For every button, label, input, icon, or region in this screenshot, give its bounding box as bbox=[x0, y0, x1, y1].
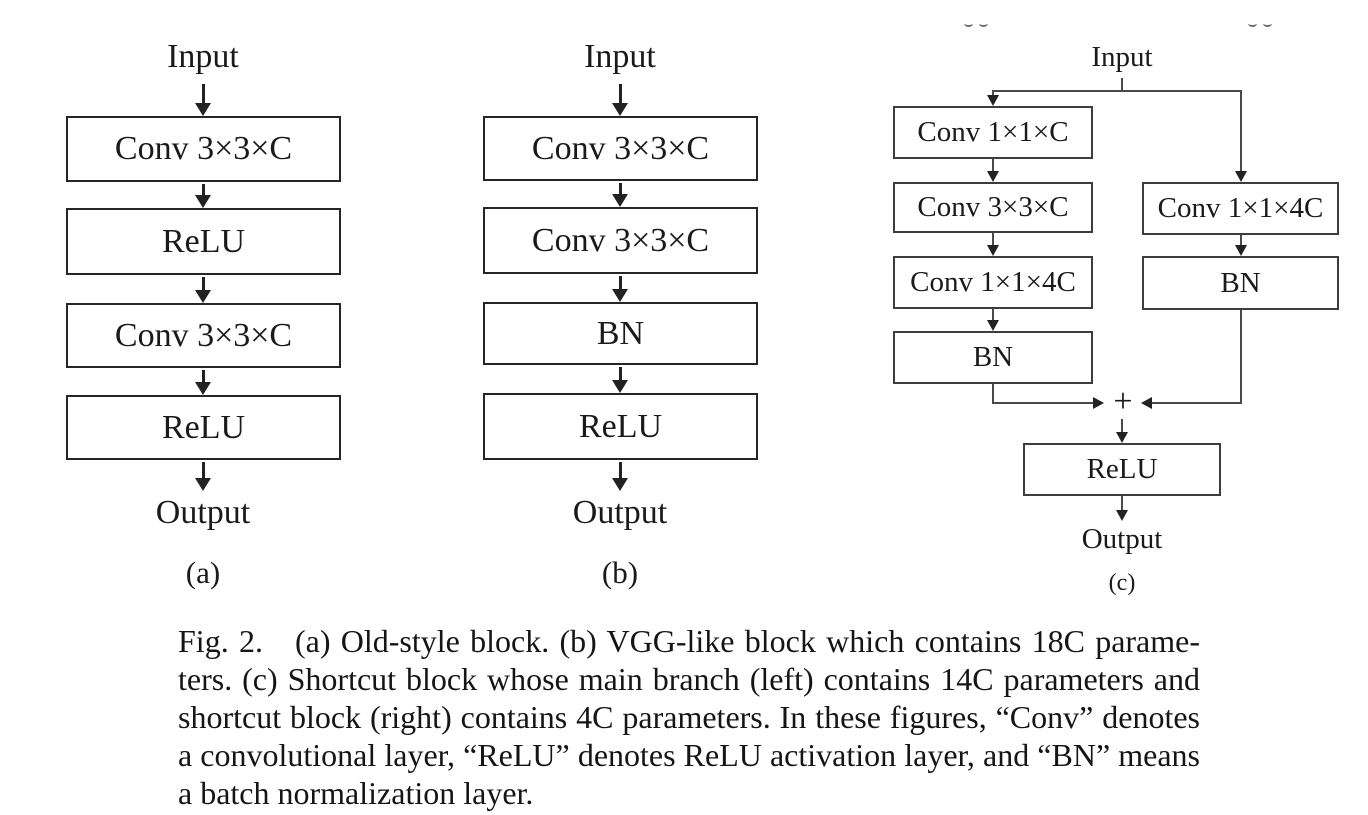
panel-a-block-conv1: Conv 3×3×C bbox=[66, 116, 341, 182]
flow-line bbox=[619, 84, 622, 103]
block-label: Conv 3×3×C bbox=[531, 129, 710, 167]
flow-line bbox=[992, 233, 994, 246]
block-label: ReLU bbox=[161, 408, 246, 446]
arrow-down-icon bbox=[195, 478, 211, 491]
panel-c-shortcut-block-conv1x1x4c: Conv 1×1×4C bbox=[1142, 182, 1339, 235]
branch-rail-line bbox=[992, 90, 1242, 92]
panel-a-output-label: Output bbox=[155, 494, 251, 531]
flow-line bbox=[202, 462, 205, 479]
panel-c-main-block-conv1x1x4c: Conv 1×1×4C bbox=[893, 256, 1093, 309]
block-label: BN bbox=[972, 341, 1014, 373]
block-label: ReLU bbox=[1086, 453, 1158, 485]
flow-line bbox=[619, 276, 622, 290]
main-branch-line bbox=[992, 90, 994, 96]
block-label: BN bbox=[1220, 266, 1261, 299]
flow-line bbox=[619, 183, 622, 195]
flow-line bbox=[1121, 419, 1123, 433]
caption-line: a batch normalization layer. bbox=[178, 775, 534, 811]
arrow-left-icon bbox=[1141, 397, 1152, 409]
merge-line-right bbox=[1152, 402, 1241, 404]
merge-line-left bbox=[992, 384, 994, 404]
arrow-down-icon bbox=[1116, 432, 1128, 443]
panel-c-block-relu: ReLU bbox=[1023, 443, 1221, 496]
flow-line bbox=[619, 367, 622, 381]
flow-line bbox=[1240, 235, 1242, 246]
flow-line bbox=[1121, 496, 1123, 511]
arrow-down-icon bbox=[195, 103, 211, 116]
panel-b-block-bn: BN bbox=[483, 302, 758, 365]
panel-a-input-label: Input bbox=[167, 38, 239, 75]
arrow-right-icon bbox=[1093, 397, 1104, 409]
cropped-text-artifact-right bbox=[1248, 20, 1272, 27]
flow-line bbox=[202, 84, 205, 103]
panel-a-block-relu1: ReLU bbox=[66, 208, 341, 275]
arrow-down-icon bbox=[612, 103, 628, 116]
arrow-down-icon bbox=[612, 478, 628, 491]
block-label: ReLU bbox=[578, 407, 663, 445]
merge-line-left bbox=[992, 402, 1093, 404]
panel-b-tag: (b) bbox=[601, 555, 639, 590]
flow-line bbox=[992, 309, 994, 321]
block-label: Conv 3×3×C bbox=[114, 130, 293, 167]
panel-c-output-label: Output bbox=[1081, 523, 1163, 555]
panel-b-block-conv1: Conv 3×3×C bbox=[483, 116, 758, 181]
arrow-down-icon bbox=[612, 289, 628, 302]
panel-c-main-block-conv3x3xc: Conv 3×3×C bbox=[893, 182, 1093, 233]
shortcut-branch-line bbox=[1240, 90, 1242, 172]
block-label: BN bbox=[596, 314, 645, 352]
flow-line bbox=[202, 370, 205, 383]
panel-c-input-label: Input bbox=[1091, 41, 1153, 73]
block-label: Conv 3×3×C bbox=[114, 316, 293, 354]
caption-line: shortcut block (right) contains 4C param… bbox=[178, 699, 1200, 735]
arrow-down-icon bbox=[1235, 245, 1247, 256]
flow-line bbox=[992, 159, 994, 172]
arrow-down-icon bbox=[987, 95, 999, 106]
caption-line: a convolutional layer, “ReLU” denotes Re… bbox=[178, 737, 1200, 773]
branch-stub-line bbox=[1121, 78, 1123, 92]
panel-c-main-block-conv1x1xc: Conv 1×1×C bbox=[893, 106, 1093, 159]
block-label: Conv 1×1×C bbox=[917, 116, 1069, 148]
arrow-down-icon bbox=[1116, 510, 1128, 521]
flow-line bbox=[619, 462, 622, 479]
panel-c-tag: (c) bbox=[1108, 570, 1136, 596]
arrow-down-icon bbox=[987, 320, 999, 331]
block-label: Conv 1×1×4C bbox=[1157, 192, 1324, 224]
panel-c-main-block-bn: BN bbox=[893, 331, 1093, 384]
arrow-down-icon bbox=[987, 171, 999, 182]
block-label: Conv 3×3×C bbox=[917, 191, 1069, 223]
panel-b-block-relu: ReLU bbox=[483, 393, 758, 460]
figure-caption: Fig. 2. (a) Old-style block. (b) VGG-lik… bbox=[178, 622, 1200, 812]
arrow-down-icon bbox=[195, 195, 211, 208]
panel-a-block-relu2: ReLU bbox=[66, 395, 341, 460]
add-operator: + bbox=[1113, 383, 1133, 420]
block-label: Conv 1×1×4C bbox=[910, 266, 1076, 298]
cropped-text-artifact-left bbox=[964, 20, 988, 27]
arrow-down-icon bbox=[1235, 171, 1247, 182]
panel-b-input-label: Input bbox=[584, 38, 656, 75]
panel-a-tag: (a) bbox=[185, 555, 221, 590]
panel-b-block-conv2: Conv 3×3×C bbox=[483, 207, 758, 274]
flow-line bbox=[202, 184, 205, 196]
caption-line: ters. (c) Shortcut block whose main bran… bbox=[178, 661, 1200, 697]
arrow-down-icon bbox=[195, 290, 211, 303]
panel-c-shortcut-block-bn: BN bbox=[1142, 256, 1339, 310]
panel-b-output-label: Output bbox=[572, 494, 668, 531]
arrow-down-icon bbox=[612, 380, 628, 393]
arrow-down-icon bbox=[987, 245, 999, 256]
block-label: Conv 3×3×C bbox=[531, 221, 710, 259]
panel-a-block-conv2: Conv 3×3×C bbox=[66, 303, 341, 368]
arrow-down-icon bbox=[612, 194, 628, 207]
caption-line: Fig. 2. (a) Old-style block. (b) VGG-lik… bbox=[178, 623, 1200, 659]
arrow-down-icon bbox=[195, 382, 211, 395]
flow-line bbox=[202, 277, 205, 291]
block-label: ReLU bbox=[161, 222, 246, 260]
merge-line-right bbox=[1240, 310, 1242, 404]
